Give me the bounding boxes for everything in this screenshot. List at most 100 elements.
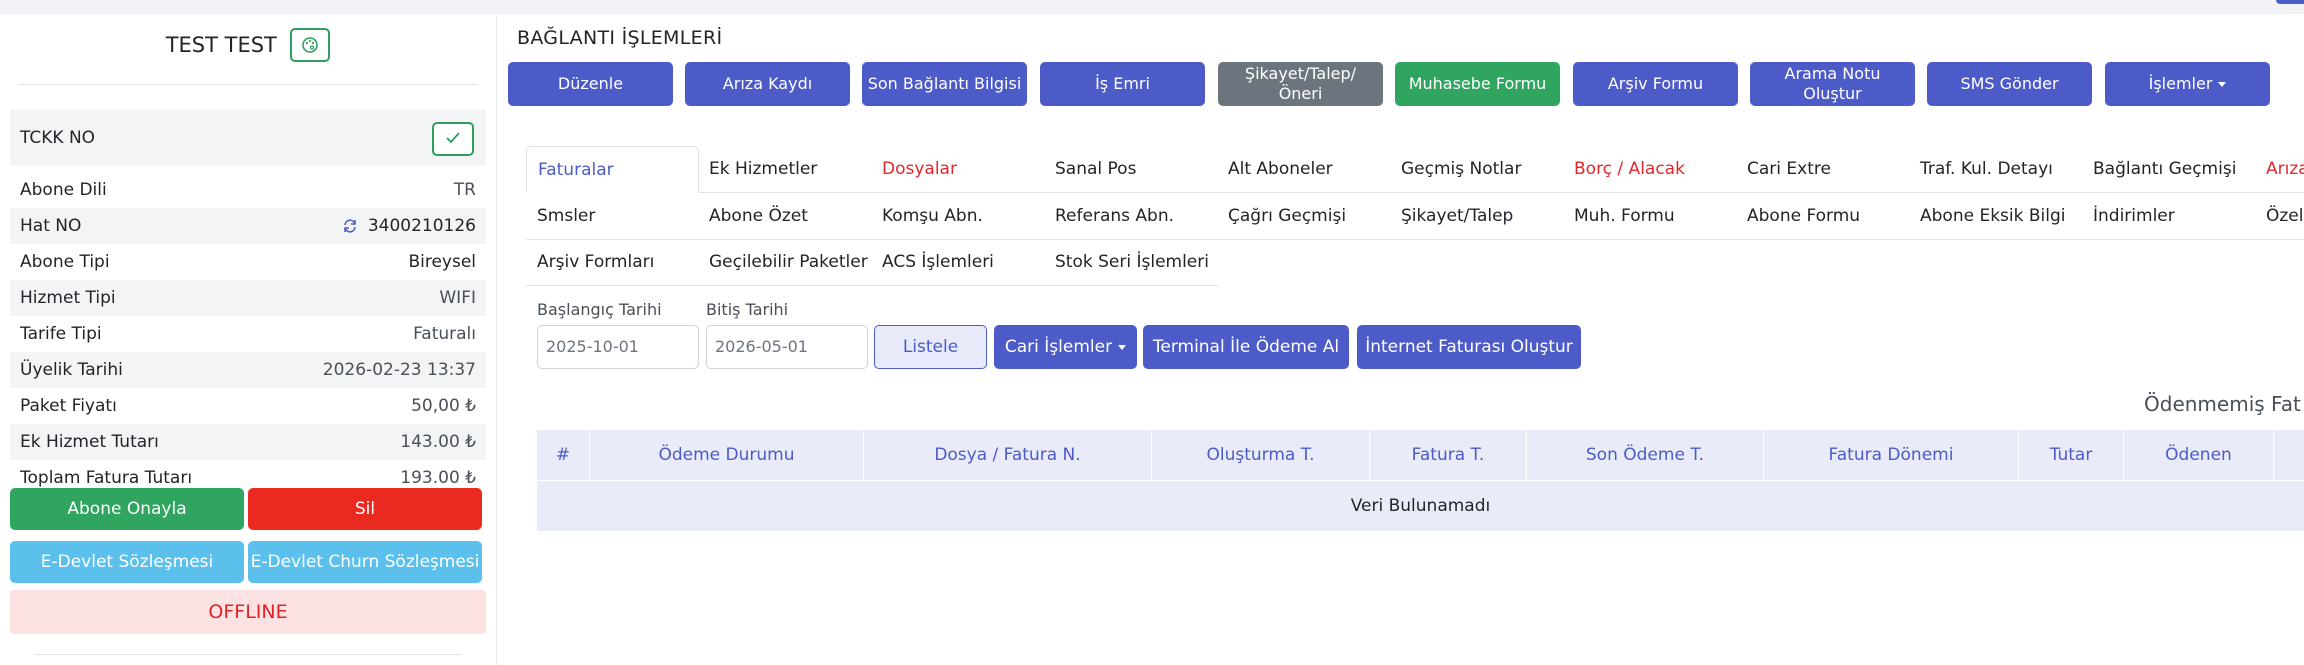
info-row-paket-fiyati: Paket Fiyatı 50,00 ₺ [10,388,486,424]
info-key: Abone Tipi [20,252,110,272]
work-order-button[interactable]: İş Emri [1040,62,1205,106]
operations-label: İşlemler [2148,74,2213,93]
end-date-label: Bitiş Tarihi [706,300,789,319]
info-value: 143.00 ₺ [400,432,476,452]
tab-arsiv-formlari[interactable]: Arşiv Formları [537,252,655,272]
tab-abone-eksik-bilgi[interactable]: Abone Eksik Bilgi [1920,206,2066,226]
info-row-hat-no: Hat NO 3400210126 [10,208,486,244]
refresh-icon[interactable] [342,218,358,234]
tab-divider [699,192,2304,193]
tab-ek-hizmetler[interactable]: Ek Hizmetler [709,159,818,179]
info-key: Hizmet Tipi [20,288,116,308]
last-connection-button[interactable]: Son Bağlantı Bilgisi [862,62,1027,106]
tab-divider [526,285,1218,286]
start-date-input[interactable]: 2025-10-01 [537,325,699,369]
start-date-label: Başlangıç Tarihi [537,300,662,319]
tab-ariza[interactable]: Arıza [2266,159,2304,179]
info-value: 193.00 ₺ [400,468,476,488]
tab-cari-extre[interactable]: Cari Extre [1747,159,1831,179]
tab-ozel[interactable]: Özel [2266,206,2304,226]
tab-baglanti-gecmisi[interactable]: Bağlantı Geçmişi [2093,159,2237,179]
column-header[interactable]: Ödenen [2123,430,2273,480]
edevlet-churn-button[interactable]: E-Devlet Churn Sözleşmesi [248,541,482,583]
info-key: Toplam Fatura Tutarı [20,468,193,488]
column-header[interactable]: Dosya / Fatura N. [863,430,1151,480]
page-title: BAĞLANTI İŞLEMLERİ [517,27,723,49]
tab-smsler[interactable]: Smsler [537,206,596,226]
tab-alt-aboneler[interactable]: Alt Aboneler [1228,159,1333,179]
info-value: Bireysel [408,252,476,272]
complaint-button[interactable]: Şikayet/Talep/ Öneri [1218,62,1383,106]
cari-operations-label: Cari İşlemler [1004,337,1113,357]
subscriber-header: TEST TEST [0,28,496,68]
tab-faturalar[interactable]: Faturalar [526,146,699,192]
tab-dosyalar[interactable]: Dosyalar [882,159,957,179]
info-key: Ek Hizmet Tutarı [20,432,159,452]
tab-abone-ozet[interactable]: Abone Özet [709,206,808,226]
info-value: 3400210126 [367,216,476,236]
column-header[interactable]: Fatura T. [1369,430,1526,480]
tab-sanal-pos[interactable]: Sanal Pos [1055,159,1137,179]
column-header[interactable]: # [555,445,571,465]
subscriber-name: TEST TEST [165,33,277,57]
delete-button[interactable]: Sil [248,488,482,530]
status-badge: OFFLINE [10,590,486,634]
column-header-extra [2273,430,2304,480]
column-header[interactable]: Oluşturma T. [1151,430,1369,480]
archive-form-button[interactable]: Arşiv Formu [1573,62,1738,106]
column-header[interactable]: Fatura Dönemi [1763,430,2018,480]
edevlet-contract-button[interactable]: E-Devlet Sözleşmesi [10,541,244,583]
info-value: WIFI [439,288,476,308]
tab-borc-alacak[interactable]: Borç / Alacak [1574,159,1685,179]
unpaid-invoices-title: Ödenmemiş Fat [2144,392,2301,416]
top-strip [0,0,2304,14]
sms-send-button[interactable]: SMS Gönder [1927,62,2092,106]
caret-down-icon [2218,81,2227,87]
table-empty-row: Veri Bulunamadı [537,481,2304,531]
top-corner-tab[interactable] [2276,0,2304,4]
list-button[interactable]: Listele [874,325,987,369]
tab-sikayet-talep[interactable]: Şikayet/Talep [1401,206,1514,226]
fault-record-button[interactable]: Arıza Kaydı [685,62,850,106]
tab-gecmis-notlar[interactable]: Geçmiş Notlar [1401,159,1522,179]
info-row-hizmet-tipi: Hizmet Tipi WIFI [10,280,486,316]
approve-subscriber-button[interactable]: Abone Onayla [10,488,244,530]
terminal-payment-button[interactable]: Terminal İle Ödeme Al [1143,325,1349,369]
column-header[interactable]: Son Ödeme T. [1526,430,1763,480]
tab-traf-kul-detayi[interactable]: Traf. Kul. Detayı [1920,159,2053,179]
palette-button[interactable] [290,28,331,62]
info-key: Hat NO [20,216,82,236]
info-row-abone-dili: Abone Dili TR [10,172,486,208]
tab-referans-abn[interactable]: Referans Abn. [1055,206,1174,226]
tab-cagri-gecmisi[interactable]: Çağrı Geçmişi [1228,206,1347,226]
internet-invoice-button[interactable]: İnternet Faturası Oluştur [1357,325,1581,369]
call-note-button[interactable]: Arama Notu Oluştur [1750,62,1915,106]
accounting-form-button[interactable]: Muhasebe Formu [1395,62,1560,106]
info-value: 50,00 ₺ [411,396,476,416]
divider [18,84,478,85]
column-header[interactable]: Ödeme Durumu [589,430,863,480]
info-row-toplam-fatura: Toplam Fatura Tutarı 193.00 ₺ [10,460,486,496]
tab-gecilebilir-paketler[interactable]: Geçilebilir Paketler [709,252,868,272]
info-key: Abone Dili [20,180,107,200]
end-date-input[interactable]: 2026-05-01 [706,325,868,369]
info-value: Faturalı [413,324,476,344]
info-key: Paket Fiyatı [20,396,117,416]
tab-muh-formu[interactable]: Muh. Formu [1574,206,1675,226]
tab-abone-formu[interactable]: Abone Formu [1747,206,1861,226]
divider [34,654,462,655]
edit-button[interactable]: Düzenle [508,62,673,106]
operations-dropdown[interactable]: İşlemler [2105,62,2270,106]
tab-divider [526,239,2304,240]
check-icon [446,132,460,144]
palette-icon [302,37,319,53]
tab-acs-islemleri[interactable]: ACS İşlemleri [882,252,994,272]
tab-komsu-abn[interactable]: Komşu Abn. [882,206,983,226]
tab-stok-seri-islemleri[interactable]: Stok Seri İşlemleri [1055,252,1209,272]
info-key: Üyelik Tarihi [20,360,123,380]
tckk-row: TCKK NO [10,110,486,166]
tab-indirimler[interactable]: İndirimler [2093,206,2175,226]
column-header[interactable]: Tutar [2018,430,2123,480]
cari-operations-dropdown[interactable]: Cari İşlemler [994,325,1137,369]
tckk-verify-button[interactable] [432,122,474,156]
